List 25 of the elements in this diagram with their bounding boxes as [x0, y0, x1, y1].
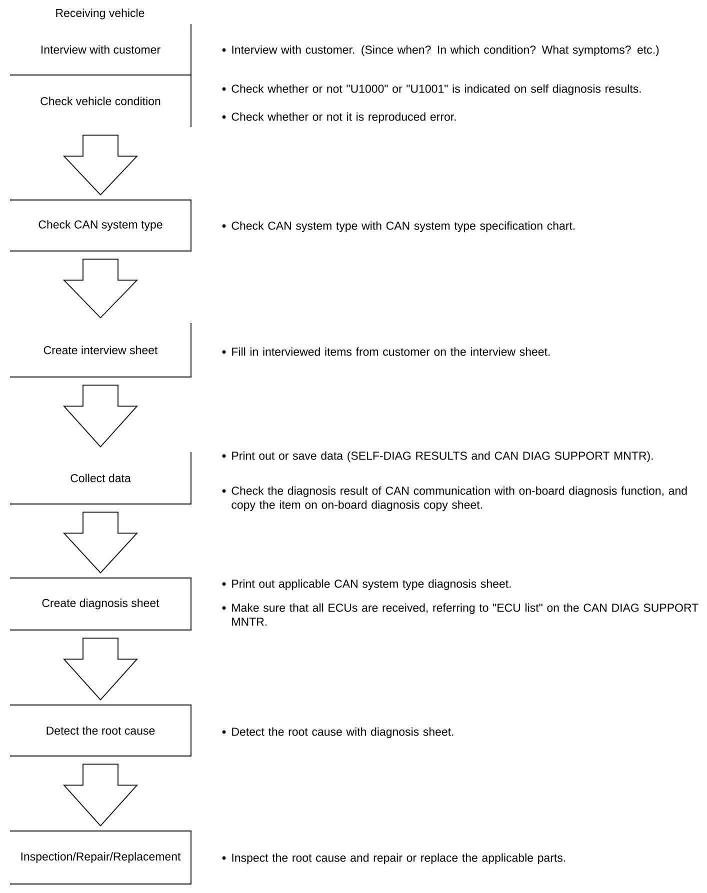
step-box: Detect the root cause	[10, 704, 192, 756]
note-text: Inspect the root cause and repair or replace the applicable parts.	[232, 853, 566, 864]
step-box: Interview with customer	[10, 24, 192, 76]
step-box: Create interview sheet	[10, 322, 192, 378]
note-text: Fill in interviewed items from customer on the interview sheet.	[232, 347, 550, 356]
step-box: Collect data	[10, 452, 192, 504]
block-arrow	[63, 384, 138, 448]
block-arrow	[63, 638, 138, 700]
note-text: Check whether or not "U1000" or "U1001" is indicated on self diagnosis results.	[232, 84, 641, 96]
note-text: Check the diagnosis result of CAN communication with on-board diagnosis function, and copy the item on on-board diagnosis copy sheet.	[232, 486, 687, 512]
note-text: Print out or save data (SELF-DIAG RESULTS and CAN DIAG SUPPORT MNTR).	[232, 451, 653, 462]
note-text: Detect the root cause with diagnosis sheet.	[232, 727, 454, 738]
note-text: Check whether or not it is reproduced error.	[232, 112, 456, 124]
note-text: Interview with customer. (Since when? In which condition? What symptoms? etc.)	[232, 45, 659, 56]
note-text: Make sure that all ECUs are received, referring to "ECU list" on the CAN DIAG SUPPORT MNTR.	[232, 603, 698, 626]
note-text: Print out applicable CAN system type diagnosis sheet.	[232, 579, 511, 590]
step-box: Inspection/Repair/Replacement	[10, 830, 192, 884]
note-text: Check CAN system type with CAN system type specification chart.	[232, 221, 575, 232]
step-box: Check CAN system type	[10, 200, 192, 252]
block-arrow	[62, 258, 138, 318]
step-box: Create diagnosis sheet	[10, 578, 192, 630]
block-arrow	[62, 512, 138, 574]
block-arrow	[63, 764, 138, 826]
step-box: Check vehicle condition	[40, 74, 192, 128]
block-arrow	[62, 134, 138, 196]
